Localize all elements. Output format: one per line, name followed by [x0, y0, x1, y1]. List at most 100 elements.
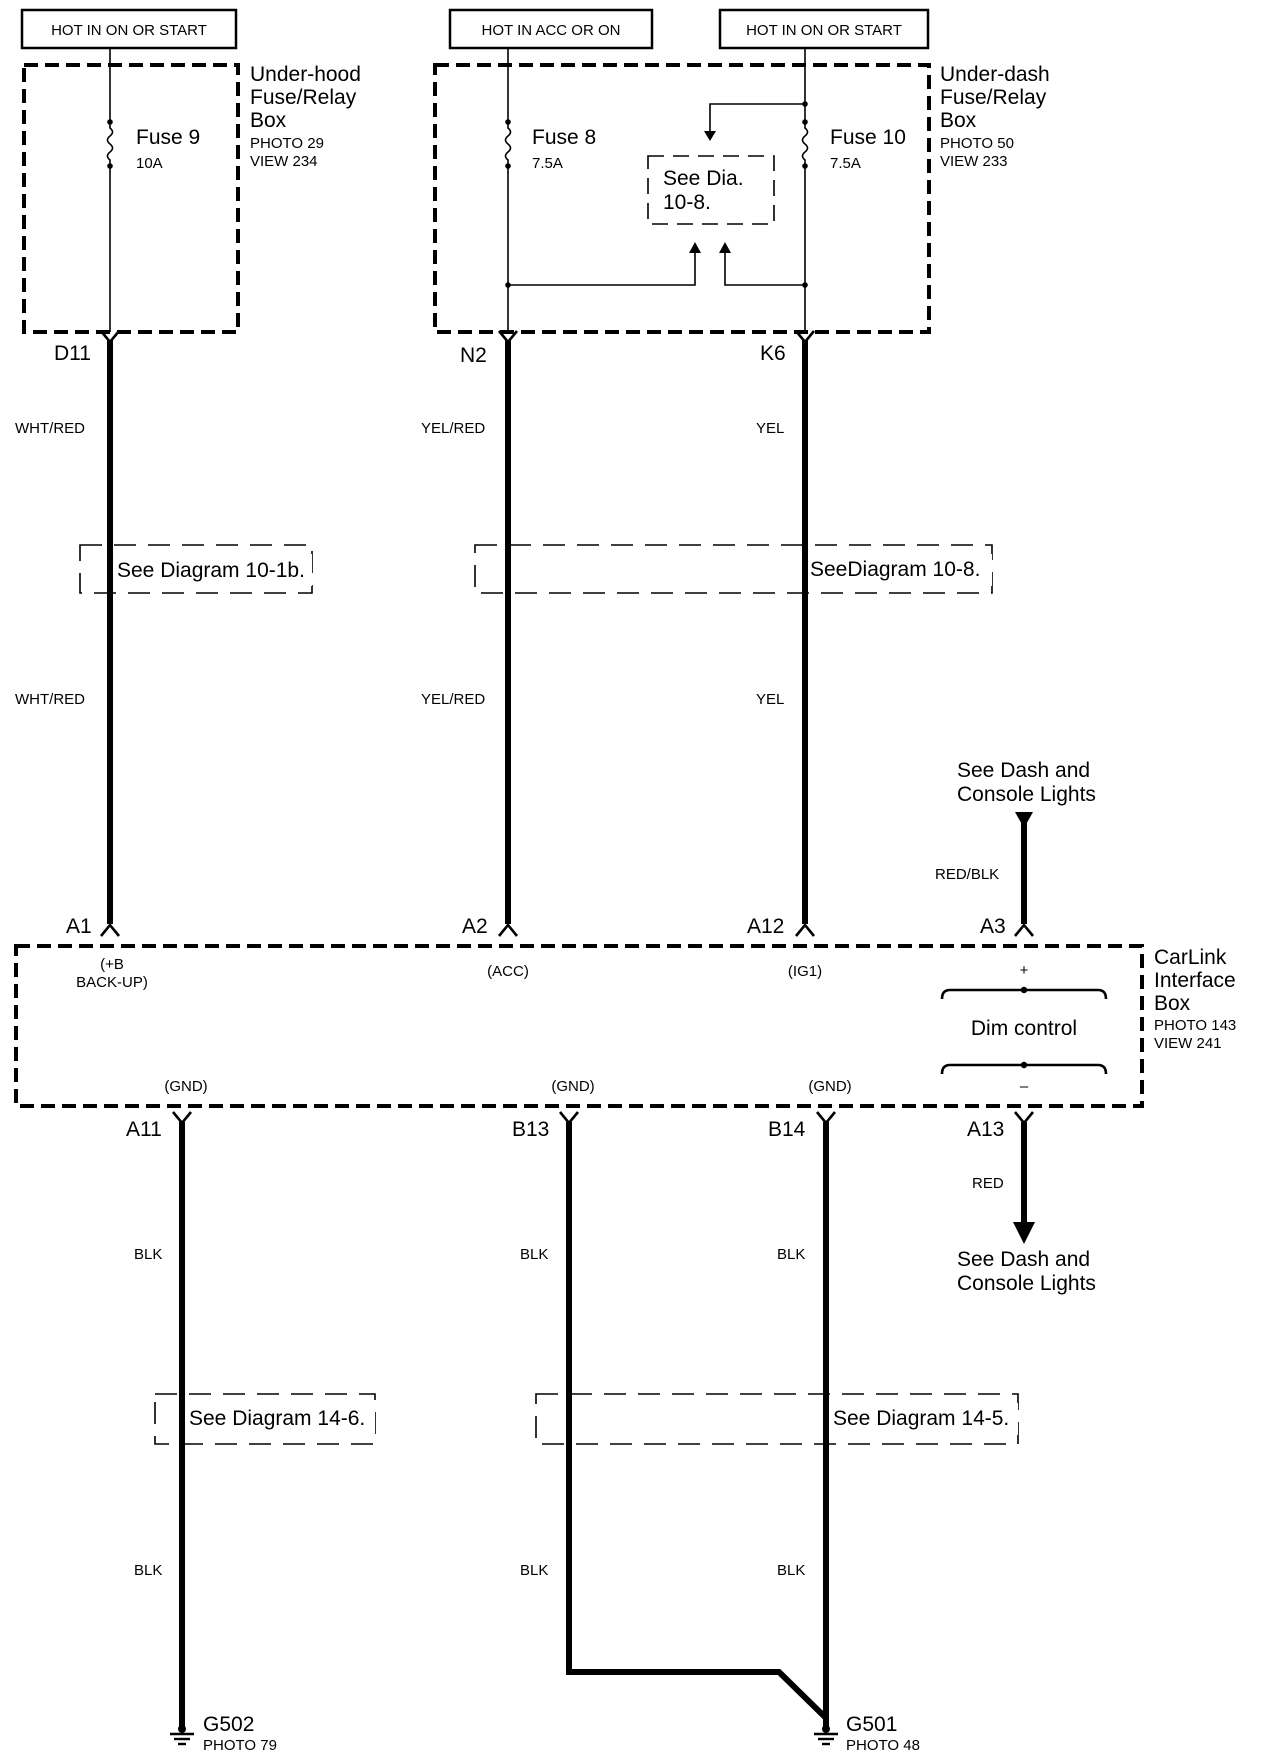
wire-color-yel-2: YEL [756, 691, 784, 708]
underhood-fuse-box-outline [22, 63, 240, 334]
underhood-box-view: VIEW 234 [250, 153, 318, 170]
connector-a2: A2 [462, 915, 488, 938]
connector-a3-mark [1013, 922, 1035, 937]
pin-gnd-b14: (GND) [808, 1078, 851, 1095]
power-source-middle-box [448, 8, 654, 50]
connector-b13-mark [558, 1111, 580, 1126]
fuse8-dot-top [505, 119, 511, 125]
fuse9-dot-top [107, 119, 113, 125]
connector-k6: K6 [760, 342, 786, 365]
power-source-right-label: HOT IN ON OR START [746, 22, 902, 39]
ref-14-6-bg [176, 1403, 375, 1435]
wire-color-red-blk: RED/BLK [935, 866, 999, 883]
fuse9-dot-bottom [107, 163, 113, 169]
fuse10-junction-dot [802, 282, 808, 288]
ref-box-10-8 [474, 544, 993, 594]
connector-n2: N2 [460, 344, 487, 367]
underhood-box-photo: PHOTO 29 [250, 135, 324, 152]
fuse9-label: Fuse 9 [136, 126, 200, 149]
fuse8-dot-bottom [505, 163, 511, 169]
connector-b13: B13 [512, 1118, 549, 1141]
connector-k6-mark [794, 330, 816, 345]
branch-arrow-down [704, 131, 716, 141]
carlink-name-2: Interface [1154, 969, 1236, 992]
pin-gnd-a11: (GND) [164, 1078, 207, 1095]
connector-a2-mark [497, 922, 519, 937]
fuse8-to-see-dia-wire [508, 250, 696, 286]
connector-d11: D11 [54, 342, 91, 365]
ground-g502-photo: PHOTO 79 [203, 1737, 277, 1754]
ref-10-1b-bg [104, 554, 312, 586]
carlink-box-outline [14, 944, 1144, 1108]
fuse10-label: Fuse 10 [830, 126, 906, 149]
ref-10-8-label: SeeDiagram 10-8. [810, 558, 980, 581]
ground-g501-icon [814, 1725, 838, 1746]
ref-10-1b-label: See Diagram 10-1b. [117, 559, 305, 582]
dash-lights-bottom-line2: Console Lights [957, 1272, 1096, 1295]
fuse10-dot-bottom [802, 163, 808, 169]
power-source-middle-label: HOT IN ACC OR ON [482, 22, 621, 39]
connector-a1: A1 [66, 915, 92, 938]
underdash-box-view: VIEW 233 [940, 153, 1008, 170]
fuse10-dot-top [802, 119, 808, 125]
wire-blk-b13 [566, 1122, 829, 1721]
connector-b14: B14 [768, 1118, 806, 1141]
underhood-box-name-2: Fuse/Relay [250, 86, 357, 109]
wire-color-wht-red-2: WHT/RED [15, 691, 85, 708]
dash-lights-bottom-arrow [1013, 1222, 1035, 1244]
connector-a1-mark [99, 922, 121, 937]
connector-a12-mark [794, 922, 816, 937]
fuse9-rating: 10A [136, 155, 163, 172]
dash-lights-top-line1: See Dash and [957, 759, 1090, 782]
power-source-left-box [20, 8, 238, 50]
power-source-right-box [718, 8, 930, 50]
connector-a11: A11 [126, 1118, 162, 1141]
fuse8-rating: 7.5A [532, 155, 563, 172]
fuse8-label: Fuse 8 [532, 126, 596, 149]
dim-plus-dot [1020, 986, 1028, 994]
see-dia-line2: 10-8. [663, 191, 711, 214]
wire-color-yel-1: YEL [756, 420, 784, 437]
fuse10-to-see-dia-wire [724, 250, 805, 286]
wire-color-wht-red-1: WHT/RED [15, 420, 85, 437]
see-dia-box [647, 155, 775, 225]
underdash-box-photo: PHOTO 50 [940, 135, 1014, 152]
arrow-up-left [689, 242, 701, 253]
connector-a12: A12 [747, 915, 784, 938]
wire-color-blk-5: BLK [520, 1562, 548, 1579]
underdash-box-name-2: Fuse/Relay [940, 86, 1047, 109]
dash-lights-top-line2: Console Lights [957, 783, 1096, 806]
wire-color-blk-2: BLK [520, 1246, 548, 1263]
pin-backup-line2: BACK-UP) [76, 974, 148, 991]
connector-b14-mark [815, 1111, 837, 1126]
connector-a13: A13 [967, 1118, 1004, 1141]
connector-a11-mark [171, 1111, 193, 1126]
wire-color-yel-red-2: YEL/RED [421, 691, 485, 708]
carlink-photo: PHOTO 143 [1154, 1017, 1236, 1034]
connector-a3: A3 [980, 915, 1006, 938]
dash-lights-bottom-line1: See Dash and [957, 1248, 1090, 1271]
pin-gnd-b13: (GND) [551, 1078, 594, 1095]
carlink-name-3: Box [1154, 992, 1191, 1015]
fuse10-branch-wire [709, 103, 805, 134]
fuse9-symbol [106, 122, 114, 166]
fuse8-junction-dot [505, 282, 511, 288]
wire-color-red: RED [972, 1175, 1004, 1192]
ground-g502-icon [170, 1725, 194, 1746]
connector-n2-mark [497, 330, 519, 345]
ref-14-5-label: See Diagram 14-5. [833, 1407, 1009, 1430]
underhood-box-name-3: Box [250, 109, 287, 132]
see-dia-line1: See Dia. [663, 167, 744, 190]
fuse10-symbol [801, 122, 809, 166]
connector-d11-mark [99, 330, 121, 345]
wire-color-blk-4: BLK [134, 1562, 162, 1579]
ground-g501-photo: PHOTO 48 [846, 1737, 920, 1754]
dim-minus: – [1020, 1078, 1029, 1095]
dim-plus: + [1020, 962, 1029, 979]
dash-lights-top-arrow [1015, 812, 1033, 828]
pin-acc: (ACC) [487, 963, 529, 980]
fuse8-symbol [504, 122, 512, 166]
carlink-view: VIEW 241 [1154, 1035, 1222, 1052]
underdash-box-name-3: Box [940, 109, 977, 132]
